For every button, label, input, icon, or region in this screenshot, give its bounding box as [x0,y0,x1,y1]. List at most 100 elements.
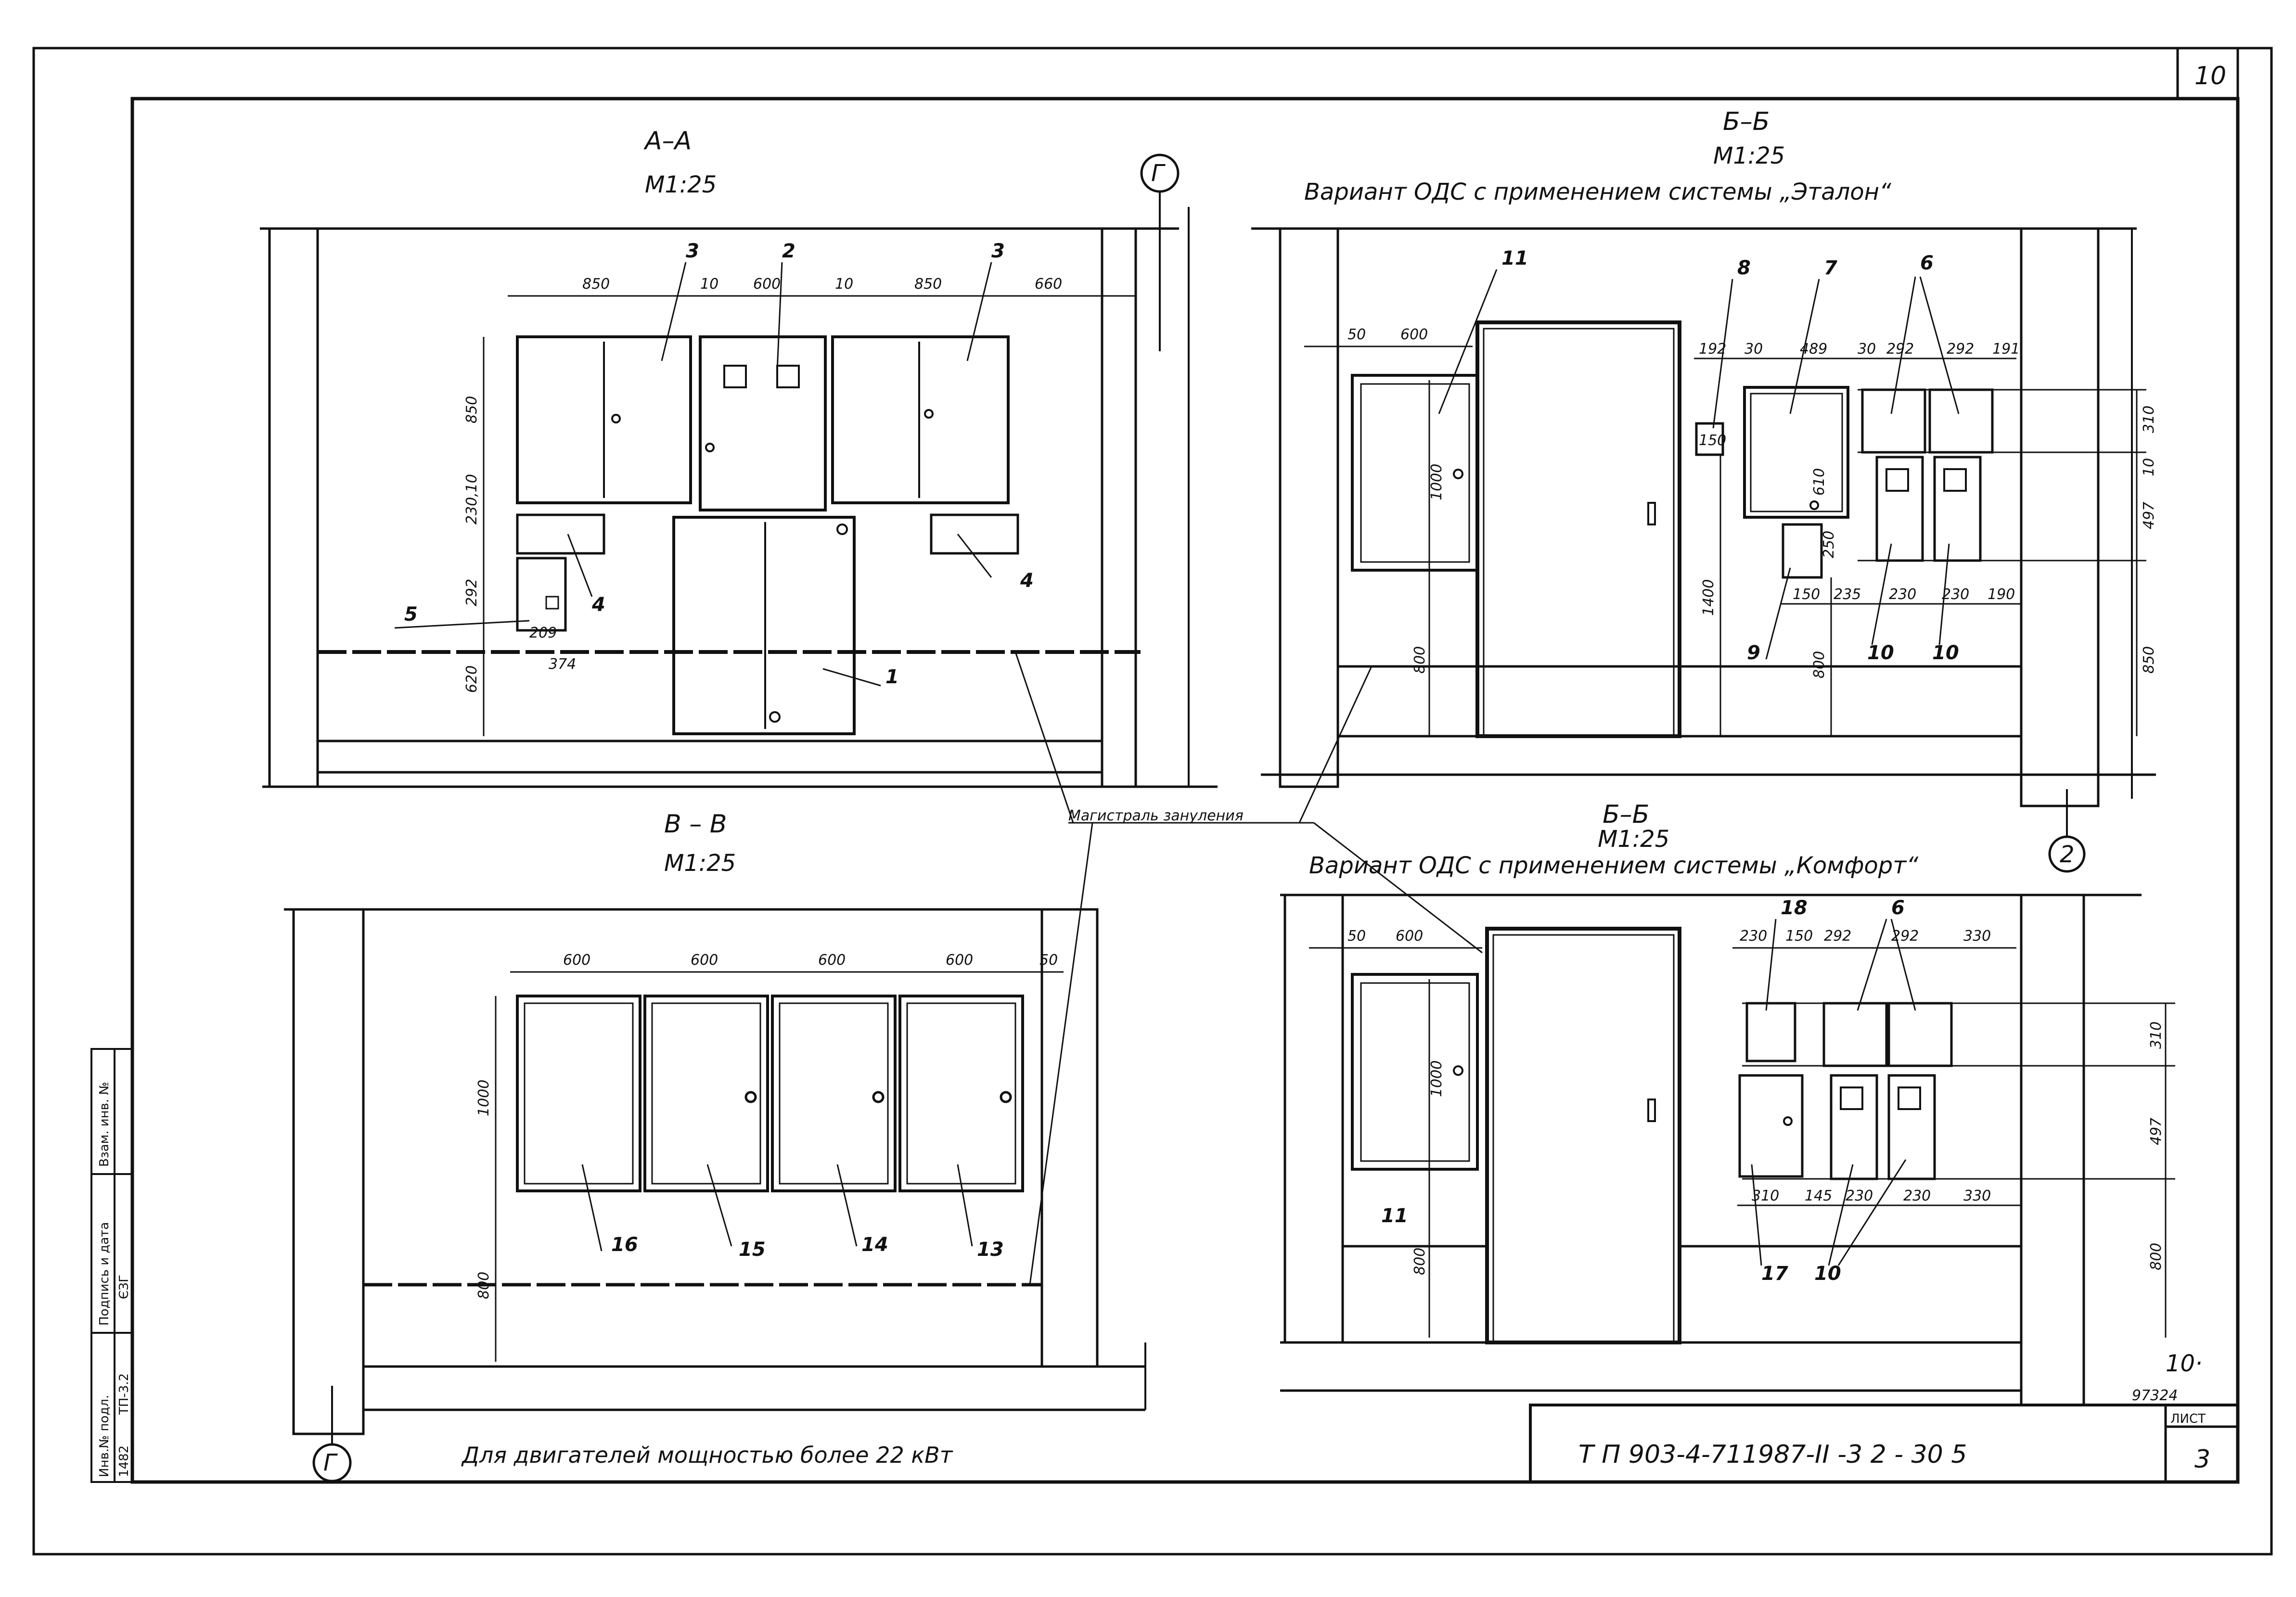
dim-bb1-v1400: 1400 [1700,579,1717,616]
dim-aa-209: 209 [529,625,557,641]
inner-frame [130,97,2240,1484]
dim-bb1-h190: 190 [1988,586,2015,603]
view-bb2-title: Б–Б [1603,800,1649,829]
dim-aa-v292: 292 [463,579,480,606]
dim-bb1-v850: 850 [2141,646,2157,674]
view-bb-etalon: Б–Б М1:25 Вариант ОДС с применением сист… [1251,107,2157,807]
dim-bb1-292b: 292 [1947,341,1974,358]
list-label: ЛИСТ [2170,1412,2206,1426]
cabinet-aa-1 [672,516,856,735]
callout-aa-4b: 4 [1020,570,1034,592]
dim-bb1-v1000: 1000 [1428,464,1445,500]
dim-bb1-30: 30 [1744,341,1763,358]
dim-bb1-30b: 30 [1858,341,1876,358]
dim-bb2-v310: 310 [2148,1022,2165,1049]
box-aa-5 [516,557,567,632]
callout-aa-2: 2 [782,240,795,262]
callout-bb2-18: 18 [1781,897,1808,919]
dim-bb2-v800b: 800 [2148,1243,2165,1270]
cabinet-aa-3-right [831,335,1010,504]
callout-bb1-10b: 10 [1932,642,1959,664]
view-vv-scale: М1:25 [664,850,736,877]
stamp-sign-value: ЄЗГ [117,1275,131,1299]
dim-bb2-v800: 800 [1411,1248,1428,1275]
axis-label-g-top: Г [1151,160,1166,187]
title-block: Т П 903-4-711987-II -3 2 - 30 5 ЛИСТ 3 1… [1529,1350,2239,1483]
callout-bb1-9: 9 [1747,642,1760,664]
view-aa-scale: М1:25 [645,171,717,198]
callout-aa-1: 1 [885,666,899,688]
stamp-inv-value: 1482 [117,1445,131,1477]
dim-bb1-h230b: 230 [1942,586,1969,603]
dim-vv-600c: 600 [818,952,846,969]
cabinet-vv-13 [898,995,1024,1192]
dim-bb2-h330: 330 [1963,1188,1991,1204]
dim-bb2-v497: 497 [2148,1118,2165,1145]
panel-bb1-10a [1875,456,1924,562]
dim-bb2-v1000: 1000 [1428,1060,1445,1097]
dim-bb2-h310: 310 [1752,1188,1779,1204]
cabinet-bb1-11 [1351,374,1479,572]
dim-bb1-h230: 230 [1889,586,1916,603]
dim-bb1-v800: 800 [1411,646,1428,674]
dim-vv-v800: 800 [475,1272,492,1299]
outer-frame [32,47,2273,1556]
box-bb1-6b [1928,388,1994,454]
panel-bb1-10b [1933,456,1982,562]
dim-bb1-600: 600 [1400,326,1428,343]
dim-vv-600d: 600 [946,952,973,969]
dim-aa-v620: 620 [463,665,480,693]
callout-bb2-6: 6 [1891,897,1905,919]
callout-vv-16: 16 [611,1234,638,1256]
view-bb2-subtitle: Вариант ОДС с применением системы „Комфо… [1309,852,1919,879]
view-vv: В – В М1:25 600 600 600 600 50 1000 800 [284,810,1146,1482]
dim-vv-600a: 600 [563,952,590,969]
callout-bb2-17: 17 [1761,1263,1788,1285]
axis-label-2: 2 [2060,841,2075,868]
title-block-code: Т П 903-4-711987-II -3 2 - 30 5 [1578,1440,1967,1469]
cabinet-aa-3-left [516,335,692,504]
panel-bb2-10a [1830,1074,1878,1180]
cabinet-vv-16 [516,995,641,1192]
axis-label-g-bottom: Г [323,1449,338,1476]
door-bb2 [1485,927,1681,1344]
callout-bb1-11: 11 [1501,247,1528,269]
callout-bb2-10: 10 [1814,1263,1841,1285]
view-bb1-subtitle: Вариант ОДС с применением системы „Этало… [1304,179,1892,205]
dim-bb1-292: 292 [1886,341,1914,358]
door-bb1 [1475,320,1681,738]
dim-aa-10b: 10 [835,276,853,293]
stamp-code-value: ТП-3.2 [117,1373,131,1415]
view-aa-title: А–А [643,127,692,155]
view-aa: А–А М1:25 Г 850 10 600 10 850 660 850 23… [260,127,1218,788]
view-bb2-scale: М1:25 [1598,826,1669,853]
dim-vv-v1000: 1000 [475,1080,492,1116]
callout-bb1-6: 6 [1920,252,1934,274]
dim-bb2-h230b: 230 [1903,1188,1931,1204]
callout-aa-4a: 4 [591,594,605,616]
box-bb2-6a [1822,1002,1888,1067]
dim-bb2-330: 330 [1963,928,1991,945]
callout-vv-14: 14 [861,1234,888,1256]
dim-bb1-s150: 150 [1699,432,1726,449]
dim-aa-10a: 10 [700,276,718,293]
callout-aa-3b: 3 [991,240,1005,262]
box-bb1-9 [1782,523,1823,579]
view-bb1-scale: М1:25 [1713,142,1785,169]
cabinet-vv-14 [771,995,897,1192]
dim-vv-50: 50 [1039,952,1058,969]
callout-aa-3a: 3 [686,240,699,262]
left-stamp: Взам. инв. № Подпись и дата Инв.№ подл. … [90,1048,133,1483]
axis-marker-g-top [1140,153,1180,193]
dim-aa-v10: 230,10 [463,474,480,524]
dim-bb1-v10: 10 [2141,458,2157,476]
dim-aa-660: 660 [1035,276,1062,293]
dim-bb1-191: 191 [1992,341,2020,358]
stamp-inv-podl: Инв.№ подл. [97,1395,112,1477]
dim-bb1-50: 50 [1347,326,1366,343]
callout-bb1-8: 8 [1737,257,1751,279]
dim-aa-v850: 850 [463,396,480,423]
page-number: 10 [2194,62,2226,90]
box-bb1-8 [1695,422,1724,456]
dim-bb1-h150: 150 [1793,586,1820,603]
